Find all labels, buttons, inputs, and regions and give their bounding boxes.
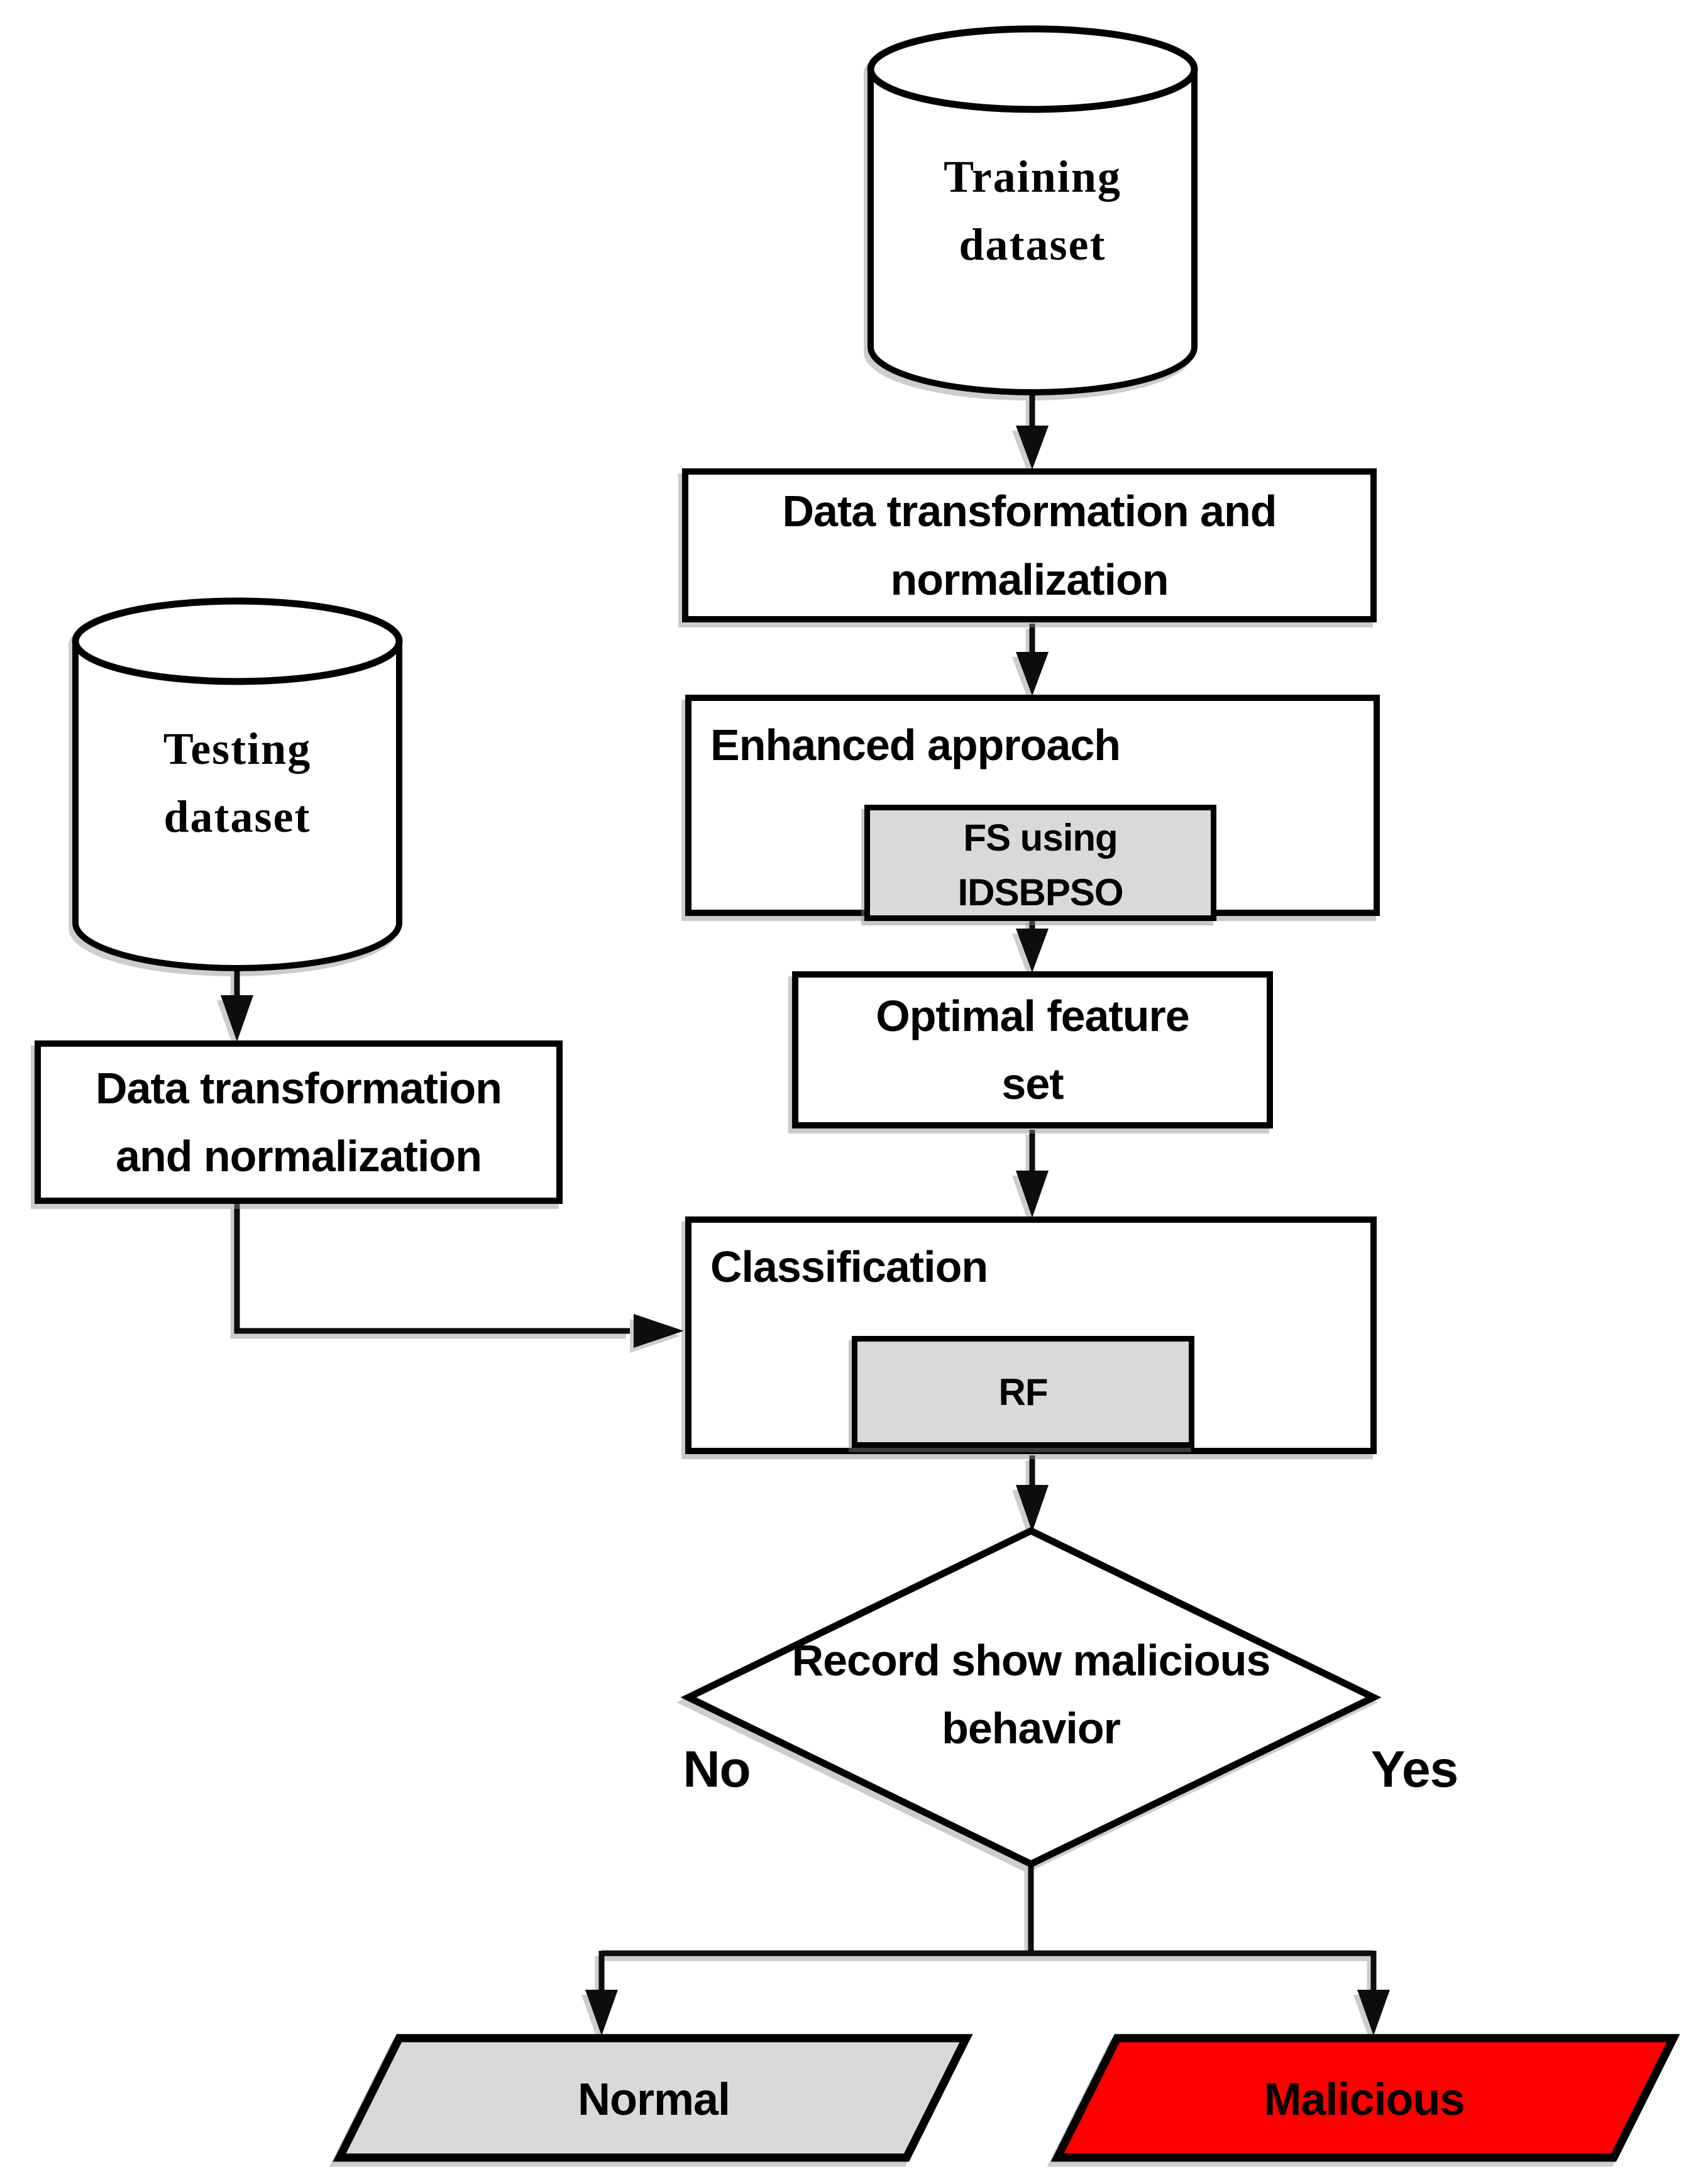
normal-output-label: Normal: [577, 2075, 730, 2125]
optimal-feature-set-box: Optimal feature set: [792, 971, 1273, 1128]
training-dataset-label: Training dataset: [944, 152, 1121, 270]
optimal-feature-set-label: Optimal feature set: [876, 991, 1189, 1109]
cylinder-top: [867, 25, 1198, 113]
testing-dataset-label: Testing dataset: [163, 724, 312, 842]
connector-line: [234, 1204, 630, 1334]
arrowhead: [1016, 1171, 1049, 1218]
arrow-classification-to-decision: [1016, 1455, 1049, 1532]
data-transformation-left-label: Data transformation and normalization: [95, 1063, 502, 1181]
data-transformation-top-box: Data transformation and normalization: [682, 468, 1377, 622]
testing-dataset-cylinder: [72, 597, 403, 971]
rf-label: RF: [998, 1371, 1049, 1413]
cylinder-body: [72, 641, 402, 971]
classification-label: Classification: [710, 1242, 988, 1291]
arrow-optimal-to-classification: [1016, 1130, 1049, 1218]
cylinder-top: [72, 597, 403, 685]
fs-idsbpso-box: FS using IDSBPSO: [864, 805, 1216, 921]
classification-box: Classification RF: [685, 1216, 1377, 1454]
arrowhead: [634, 1314, 684, 1348]
arrow-transform-left-to-classification: [234, 1204, 684, 1348]
arrow-transform-to-enhanced: [1016, 624, 1049, 696]
rf-box: RF: [852, 1336, 1194, 1448]
arrowhead: [1357, 1990, 1390, 2036]
decision-label: Record show malicious behavior: [791, 1635, 1271, 1753]
arrow-testing-to-transform-left: [221, 969, 253, 1042]
malicious-parallelogram: [1050, 2034, 1680, 2162]
enhanced-approach-label: Enhanced approach: [710, 720, 1121, 769]
malicious-output-label: Malicious: [1264, 2075, 1465, 2125]
decision-branch-connector: [585, 1863, 1390, 2036]
cylinder-body: [868, 69, 1198, 395]
arrowhead: [1016, 426, 1049, 470]
no-branch-label: No: [683, 1741, 751, 1798]
arrowhead: [585, 1990, 618, 2036]
data-transformation-left-box: Data transformation and normalization: [35, 1040, 563, 1204]
arrowhead: [1016, 652, 1049, 696]
arrowhead: [1016, 1485, 1049, 1532]
arrow-enhanced-to-optimal: [1016, 918, 1049, 973]
arrowhead: [221, 995, 253, 1042]
data-transformation-top-label: Data transformation and normalization: [782, 487, 1277, 604]
enhanced-approach-box: Enhanced approach FS using IDSBPSO: [685, 695, 1380, 921]
arrowhead: [1016, 929, 1049, 973]
yes-branch-label: Yes: [1370, 1741, 1458, 1798]
training-dataset-cylinder: [867, 25, 1198, 395]
arrow-training-to-transform: [1016, 390, 1049, 470]
decision-diamond: [680, 1526, 1382, 1868]
fs-idsbpso-label: FS using IDSBPSO: [957, 817, 1123, 913]
normal-parallelogram: [333, 2034, 973, 2162]
